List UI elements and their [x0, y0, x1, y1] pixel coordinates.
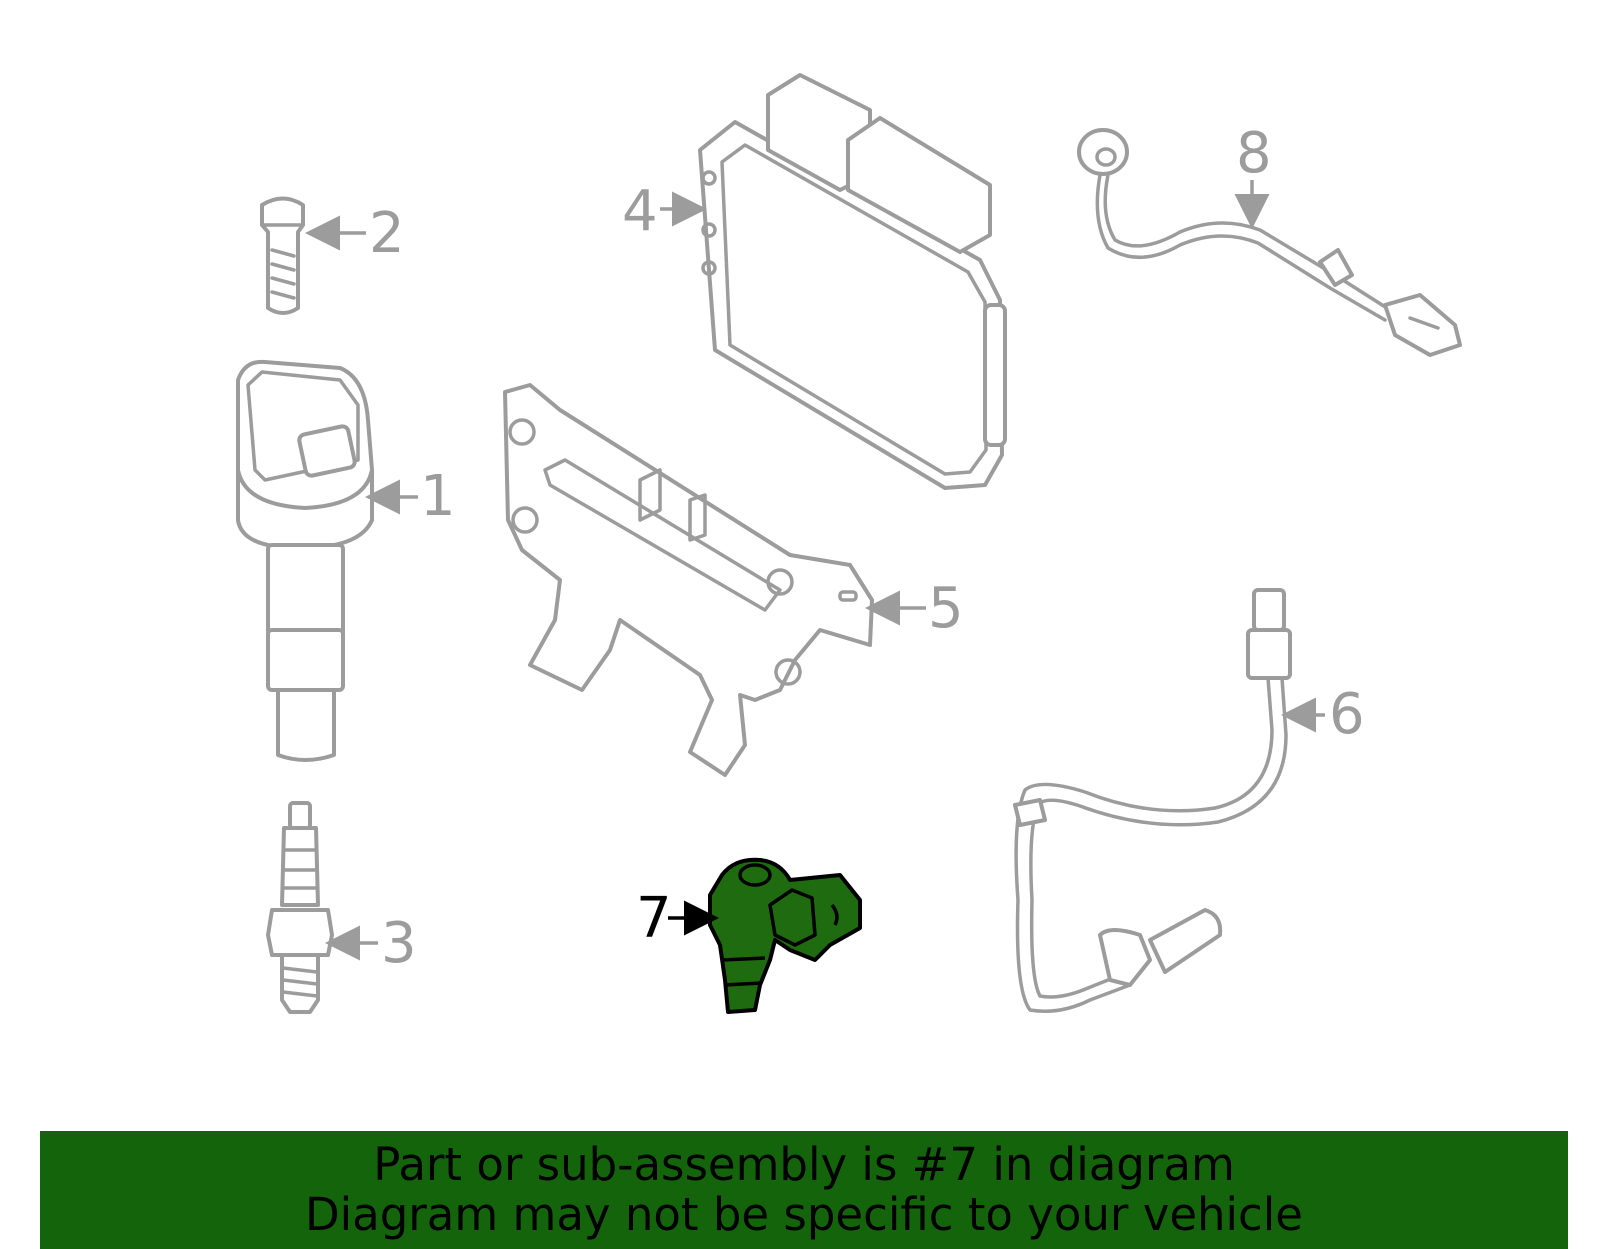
callout-7: 7 — [636, 886, 672, 951]
callout-5: 5 — [928, 576, 964, 641]
banner-line-2: Diagram may not be specific to your vehi… — [305, 1188, 1303, 1241]
part-6-crank-sensor — [1013, 588, 1325, 1013]
part-5-bracket — [503, 383, 926, 777]
part-2-bolt — [260, 196, 366, 315]
info-banner: Part or sub-assembly is #7 in diagram Di… — [40, 1131, 1568, 1249]
part-8-knock-sensor — [1077, 128, 1462, 357]
callout-6: 6 — [1329, 682, 1365, 747]
callout-3: 3 — [381, 911, 417, 976]
part-1-ignition-coil — [236, 359, 418, 762]
part-3-spark-plug — [266, 801, 378, 1014]
callout-4: 4 — [622, 179, 658, 244]
callout-1: 1 — [420, 464, 456, 529]
part-4-ecu — [660, 73, 1007, 490]
callout-2: 2 — [369, 201, 405, 266]
banner-line-1: Part or sub-assembly is #7 in diagram — [373, 1138, 1235, 1191]
part-7-cam-sensor-highlighted — [668, 857, 862, 1014]
callout-8: 8 — [1236, 121, 1272, 186]
